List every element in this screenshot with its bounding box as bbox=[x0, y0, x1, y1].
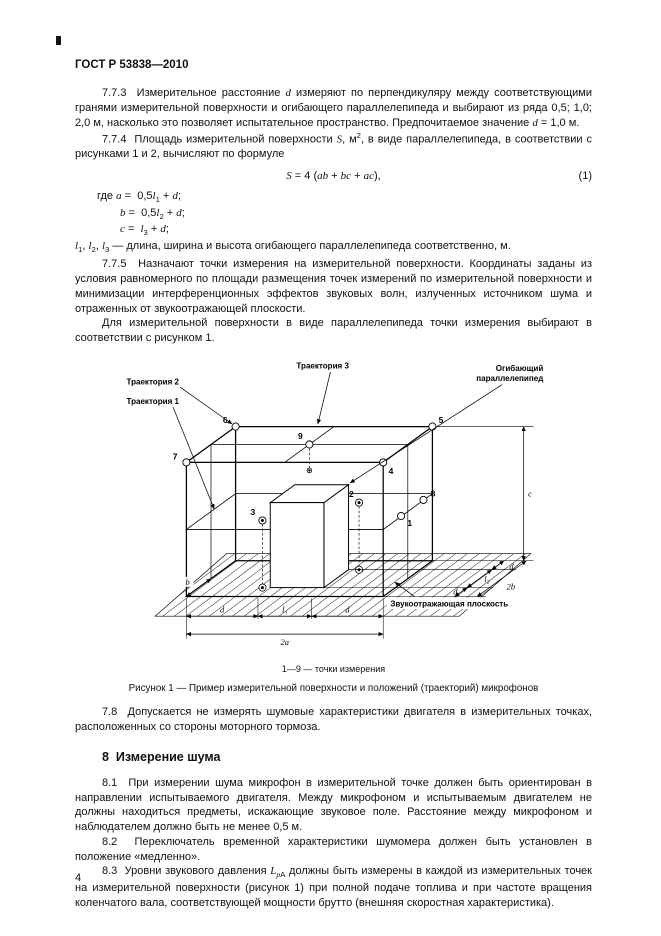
figure-caption: Рисунок 1 — Пример измерительной поверхн… bbox=[128, 682, 539, 694]
dimension-lines bbox=[185, 426, 527, 637]
figure-point-label-4: 4 bbox=[388, 466, 393, 476]
formula-number: (1) bbox=[578, 169, 592, 182]
dim-b-label-bg bbox=[182, 576, 194, 587]
figure-point-label-3: 3 bbox=[250, 507, 255, 517]
paragraph-7-7-3: 7.7.3 Измерительное расстояние d измеряю… bbox=[75, 87, 592, 129]
figure-label-envelope-1: Огибающий bbox=[495, 364, 543, 373]
legend-line-c: c = l3 + d; bbox=[120, 223, 169, 238]
figure-dim-2b: 2b bbox=[506, 581, 514, 591]
figure-point-label-8: 8 bbox=[430, 488, 435, 498]
paragraph-7-7-5: 7.7.5 Назначают точки измерения на измер… bbox=[75, 258, 592, 315]
paragraph-7-7-5-cont: Для измерительной поверхности в виде пар… bbox=[75, 317, 592, 345]
figure-dim-c: c bbox=[528, 488, 532, 498]
figure-point-label-2: 2 bbox=[348, 489, 353, 499]
projection-lines bbox=[261, 447, 359, 584]
figure-point-label-7: 7 bbox=[172, 452, 177, 462]
figure-points-note: 1—9 — точки измерения bbox=[281, 663, 386, 674]
figure-point-label-6: 6 bbox=[222, 415, 227, 425]
figure-dim-b: b bbox=[185, 577, 189, 587]
formula-legend: где a = 0,5l1 + d; b = 0,5l2 + d; c = l3… bbox=[75, 189, 592, 255]
figure-1-diagram: d l₁ d 2a d l₂ d 2b c b bbox=[126, 361, 543, 647]
formula-1: S = 4 (ab + bc + ac), (1) bbox=[75, 169, 592, 184]
scan-artifact bbox=[56, 36, 61, 45]
figure-1: d l₁ d 2a d l₂ d 2b c b bbox=[75, 355, 592, 695]
legend-line-b: b = 0,5l2 + d; bbox=[120, 206, 185, 222]
figure-label-trajectory-1: Траектория 1 bbox=[126, 397, 179, 406]
figure-dim-d-left: d bbox=[220, 605, 225, 615]
section-8-heading: 8 Измерение шума bbox=[102, 750, 221, 765]
figure-point-label-5: 5 bbox=[438, 415, 443, 425]
paragraph-8-3: 8.3 Уровни звукового давления LpA должны… bbox=[75, 865, 592, 909]
figure-point-label-1: 1 bbox=[407, 518, 412, 528]
paragraph-8-2: 8.2 Переключатель временной характеристи… bbox=[75, 835, 592, 863]
page-content: ГОСТ Р 53838—2010 7.7.3 Измерительное ра… bbox=[75, 58, 592, 910]
figure-dim-2a: 2a bbox=[280, 637, 288, 647]
paragraph-8-1: 8.1 При измерении шума микрофон в измери… bbox=[75, 777, 592, 834]
legend-line-a: где a = 0,5l1 + d; bbox=[97, 190, 181, 205]
figure-dim-d-depth-back: d bbox=[509, 562, 514, 572]
figure-label-trajectory-3: Траектория 3 bbox=[296, 361, 349, 370]
figure-dim-d-depth-front: d bbox=[453, 587, 458, 597]
leader-lines bbox=[172, 371, 502, 597]
legend-line-l: l1, l2, l3 — длина, ширина и высота огиб… bbox=[75, 239, 511, 255]
paragraph-7-7-4: 7.7.4 Площадь измерительной поверхности … bbox=[75, 130, 592, 160]
trajectory-1-path bbox=[184, 493, 434, 530]
formula-expression: S = 4 (ab + bc + ac), bbox=[286, 169, 381, 182]
figure-label-reflecting-plane: Звукоотражающая плоскость bbox=[390, 599, 508, 608]
page-number: 4 bbox=[75, 872, 82, 884]
reflecting-plane-label-bg bbox=[386, 597, 532, 609]
figure-dim-l2: l₂ bbox=[484, 574, 489, 584]
figure-label-envelope-2: параллелепипед bbox=[476, 374, 543, 383]
figure-dim-d-right: d bbox=[345, 605, 350, 615]
figure-label-trajectory-2: Траектория 2 bbox=[126, 377, 179, 386]
paragraph-7-8: 7.8 Допускается не измерять шумовые хара… bbox=[75, 705, 592, 733]
envelope-parallelepiped bbox=[268, 483, 350, 589]
figure-point-label-9: 9 bbox=[297, 431, 302, 441]
standard-number-header: ГОСТ Р 53838—2010 bbox=[75, 59, 189, 71]
figure-dim-l1: l₁ bbox=[282, 605, 287, 615]
